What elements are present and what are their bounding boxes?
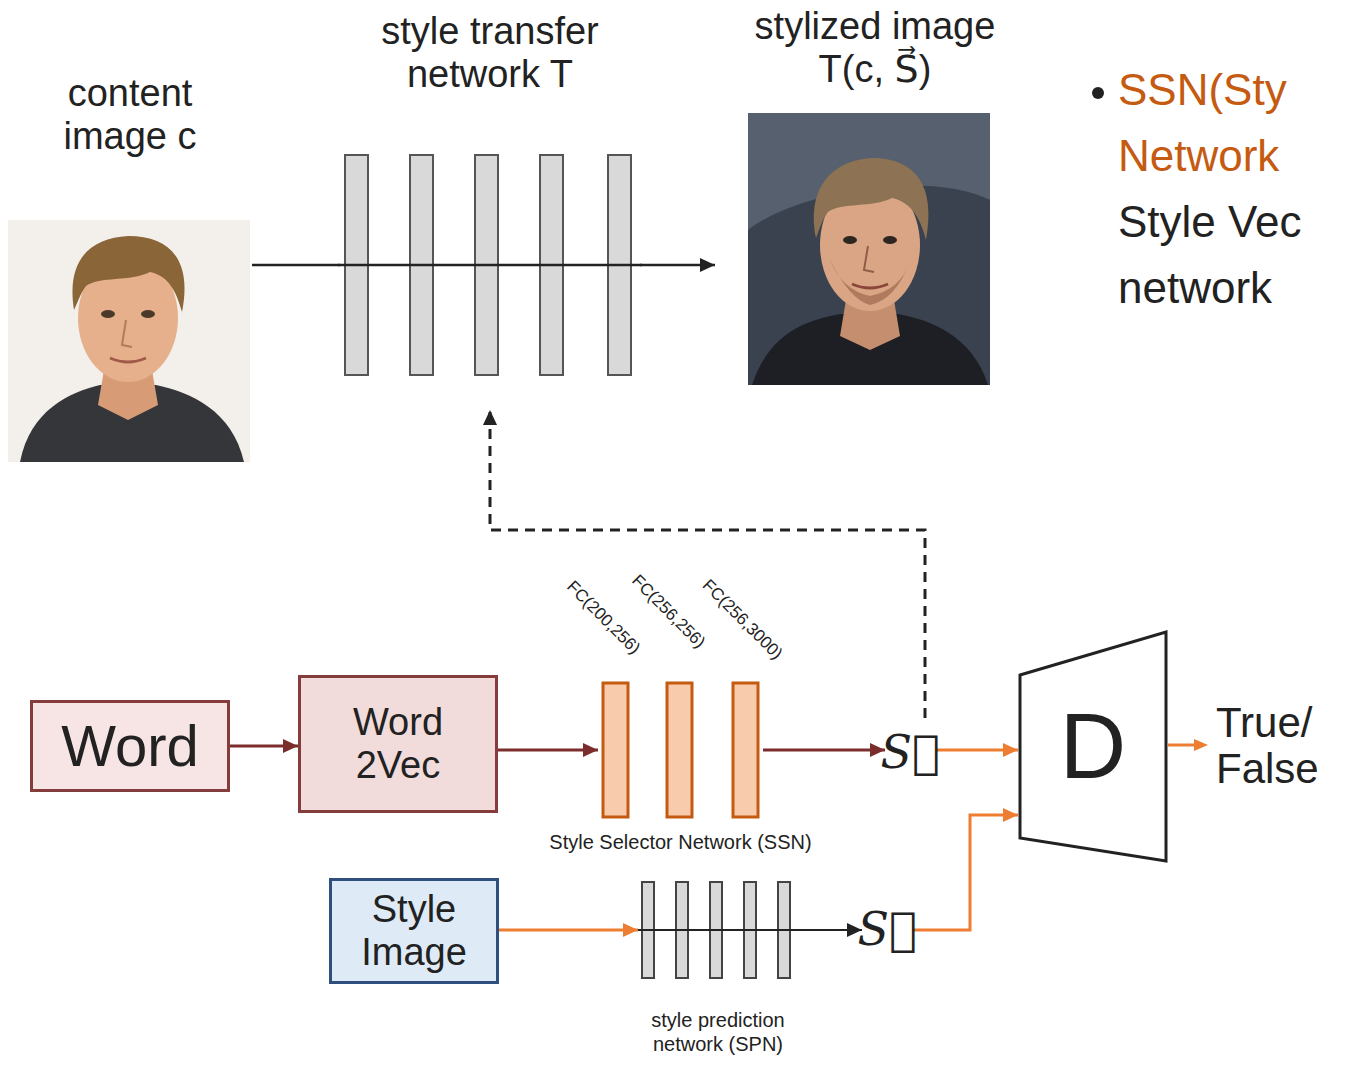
arrow-head [1194,739,1208,751]
eye [883,236,897,244]
arrow-head [623,923,638,937]
output-arrow [1168,739,1208,751]
arrow-head [283,739,298,753]
arrow-head [583,743,598,757]
connector-line [490,410,925,718]
image-panel: content image c [8,72,252,464]
bullet-text: Network [1118,132,1279,180]
bullet-dot [1092,87,1104,99]
layer-size: FC(256,3000) [698,576,785,663]
eye [843,236,857,244]
connector [640,258,715,272]
image-panel: stylized image T(c, S⃗) [715,5,1035,387]
hair [72,236,184,312]
network-block: Style Selector Network (SSN) [598,680,763,820]
embedding-box: Word 2Vec [298,675,498,813]
arrow-head [1003,743,1018,757]
fc-layer-bar [733,683,758,817]
style-vector: S⃗ [885,718,935,788]
network-caption: style prediction network (SPN) [618,1008,818,1056]
panel-heading: style transfer network T [340,10,640,95]
fc-layer-bar [667,683,692,817]
network-block: style transfer network T [340,10,640,410]
spn-bars [636,882,800,978]
photo-ground [748,113,990,385]
panel-heading: content image c [28,72,233,157]
ssn-bars [603,683,758,817]
fc-layer-bar [603,683,628,817]
connector [798,923,862,937]
mouth [110,358,146,362]
hair [814,158,929,240]
connector-line [912,815,1018,930]
mouth [852,284,888,288]
output-label: True/ False [1216,700,1350,792]
transfer-network-bars [338,155,642,375]
connector-line [252,264,340,267]
output-line [1168,744,1196,747]
node-text: Style Image [344,888,484,973]
content-photo [8,220,250,462]
connector [912,808,1018,930]
network-block: style prediction network (SPN) [638,880,798,980]
connector [483,410,925,718]
connector [763,743,885,757]
connector [230,739,298,753]
node-text: D [1060,695,1126,798]
panel-heading: stylized image T(c, S⃗) [730,5,1020,90]
connector [498,743,598,757]
network-caption: Style Selector Network (SSN) [549,830,811,854]
paint-shadow [830,260,910,305]
style-vector: S⃗ [862,895,912,965]
bullet-text: network [1118,264,1272,312]
spine-line [636,929,800,931]
nose [864,246,874,272]
discriminator: D [1018,630,1168,863]
connector [499,923,638,937]
arrow-head [483,410,497,425]
connector [252,265,340,266]
connector-line [763,749,885,752]
connector-line [499,929,638,932]
node-text: S⃗ [880,727,939,779]
nose [122,320,132,347]
connector [935,743,1018,757]
stylized-photo [748,113,990,385]
layer-size: FC(200,256) [563,578,644,659]
node-text: S⃗ [857,904,916,956]
bullet-text: Style Vec [1118,198,1301,246]
arrow-head [1003,808,1018,822]
layer-size: FC(256,256) [628,572,709,653]
input-box: Word [30,700,230,792]
photo-ground [8,220,250,462]
trapezoid-shape [1020,632,1166,861]
eye [101,310,115,318]
arrow-head [700,258,715,272]
node-text: Word [61,714,199,779]
node-text: Word 2Vec [328,701,468,786]
eye [141,310,155,318]
spine-line [338,264,642,267]
bullet-text: SSN(Sty [1118,66,1287,114]
input-box: Style Image [329,878,499,984]
